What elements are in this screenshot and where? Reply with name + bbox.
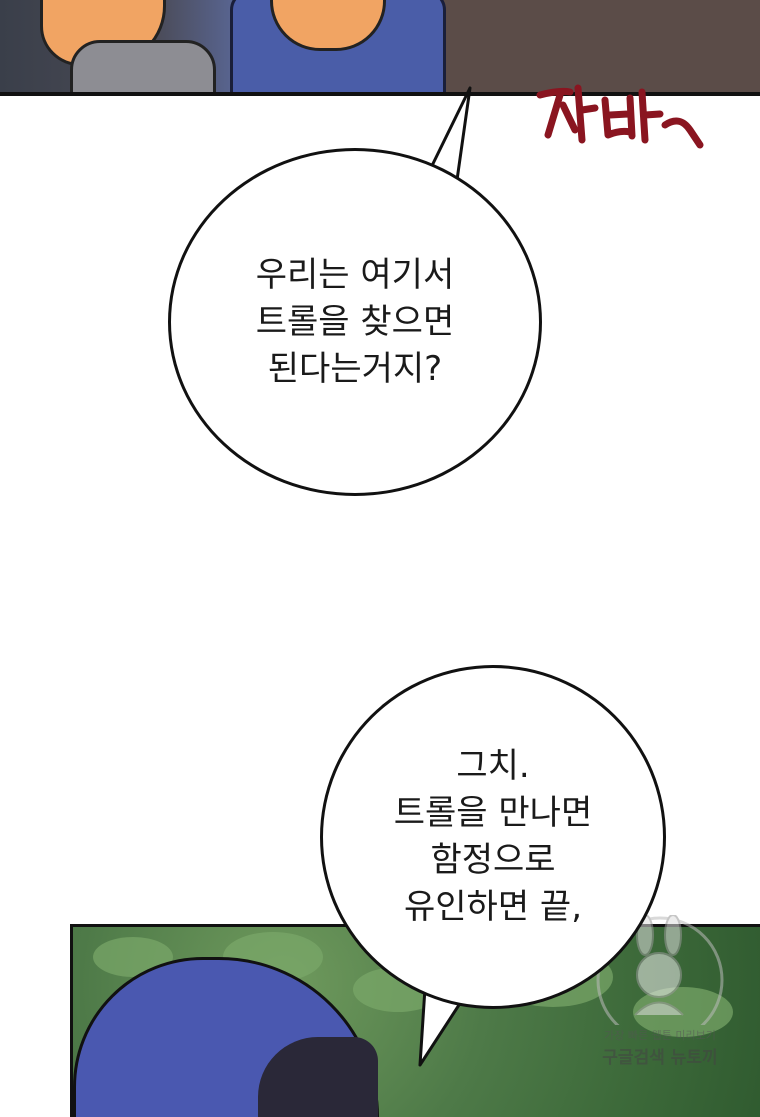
dialogue-line: 유인하면 끝, <box>403 887 582 927</box>
character-coat <box>420 0 760 92</box>
dialogue-line: 함정으로 <box>430 840 556 880</box>
dialogue-line: 트롤을 찾으면 <box>255 301 455 342</box>
speech-bubble: 우리는 여기서 트롤을 찾으면 된다는거지? <box>168 148 542 496</box>
sound-effect-footstep <box>536 84 704 149</box>
watermark-caption: 가장 빠른 웹툰 미리보기 <box>604 1029 716 1042</box>
watermark-site: 구글검색 뉴토끼 <box>602 1048 718 1068</box>
top-panel-illustration <box>0 0 760 96</box>
speech-bubble: 그치. 트롤을 만나면 함정으로 유인하면 끝, <box>320 665 666 1009</box>
dialogue-line: 그치. <box>456 746 530 786</box>
dialogue-line: 된다는거지? <box>267 348 443 389</box>
character-collar <box>70 40 216 92</box>
dialogue-line: 트롤을 만나면 <box>393 793 593 833</box>
dialogue-line: 우리는 여기서 <box>255 254 455 295</box>
watermark: 가장 빠른 웹툰 미리보기 구글검색 뉴토끼 <box>585 914 735 1085</box>
